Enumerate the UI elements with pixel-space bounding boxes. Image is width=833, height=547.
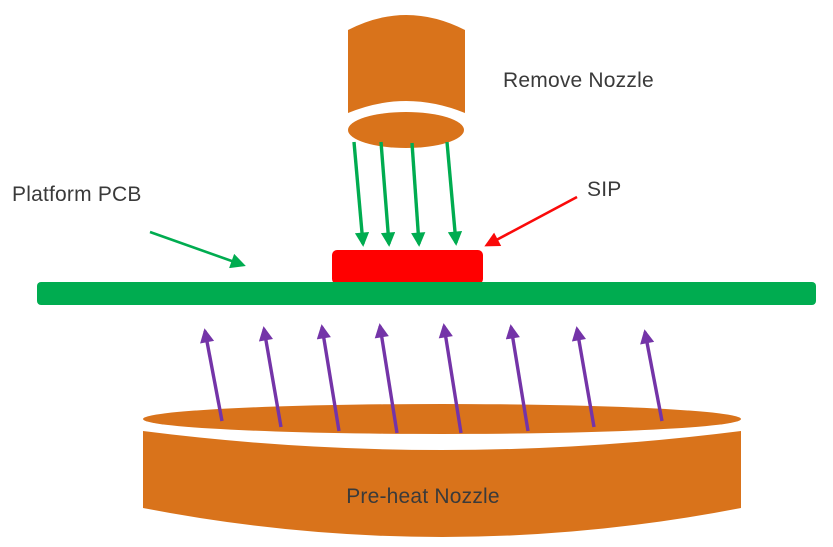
preheat-airflow-arrow: [505, 324, 530, 432]
preheat-airflow-arrow: [571, 326, 596, 428]
remove-nozzle-body: [348, 15, 465, 113]
remove-airflow-arrow: [379, 141, 396, 247]
sip-pointer-arrow: [484, 195, 578, 247]
preheat-airflow-arrow: [200, 328, 224, 422]
remove-nozzle-label: Remove Nozzle: [503, 69, 654, 92]
remove-airflow-arrow: [352, 141, 370, 247]
preheat-nozzle-body: [143, 431, 741, 537]
remove-airflow-arrow: [445, 141, 463, 246]
platform-pcb-pointer-arrow: [149, 230, 246, 269]
preheat-airflow-arrow: [258, 326, 283, 428]
remove-airflow-arrow: [410, 142, 426, 247]
preheat-nozzle-label: Pre-heat Nozzle: [346, 485, 500, 508]
preheat-airflow: [200, 323, 664, 434]
sip-component: [332, 250, 483, 284]
preheat-airflow-arrow: [316, 324, 341, 432]
platform-pcb-bar: [37, 282, 816, 305]
platform-pcb-label: Platform PCB: [12, 183, 142, 206]
remove-nozzle-airflow: [352, 141, 463, 247]
sip-label: SIP: [587, 178, 621, 201]
remove-nozzle-tip: [348, 112, 464, 148]
preheat-nozzle-top: [143, 404, 741, 434]
preheat-airflow-arrow: [640, 329, 664, 422]
preheat-airflow-arrow: [438, 323, 463, 434]
preheat-airflow-arrow: [374, 323, 399, 434]
